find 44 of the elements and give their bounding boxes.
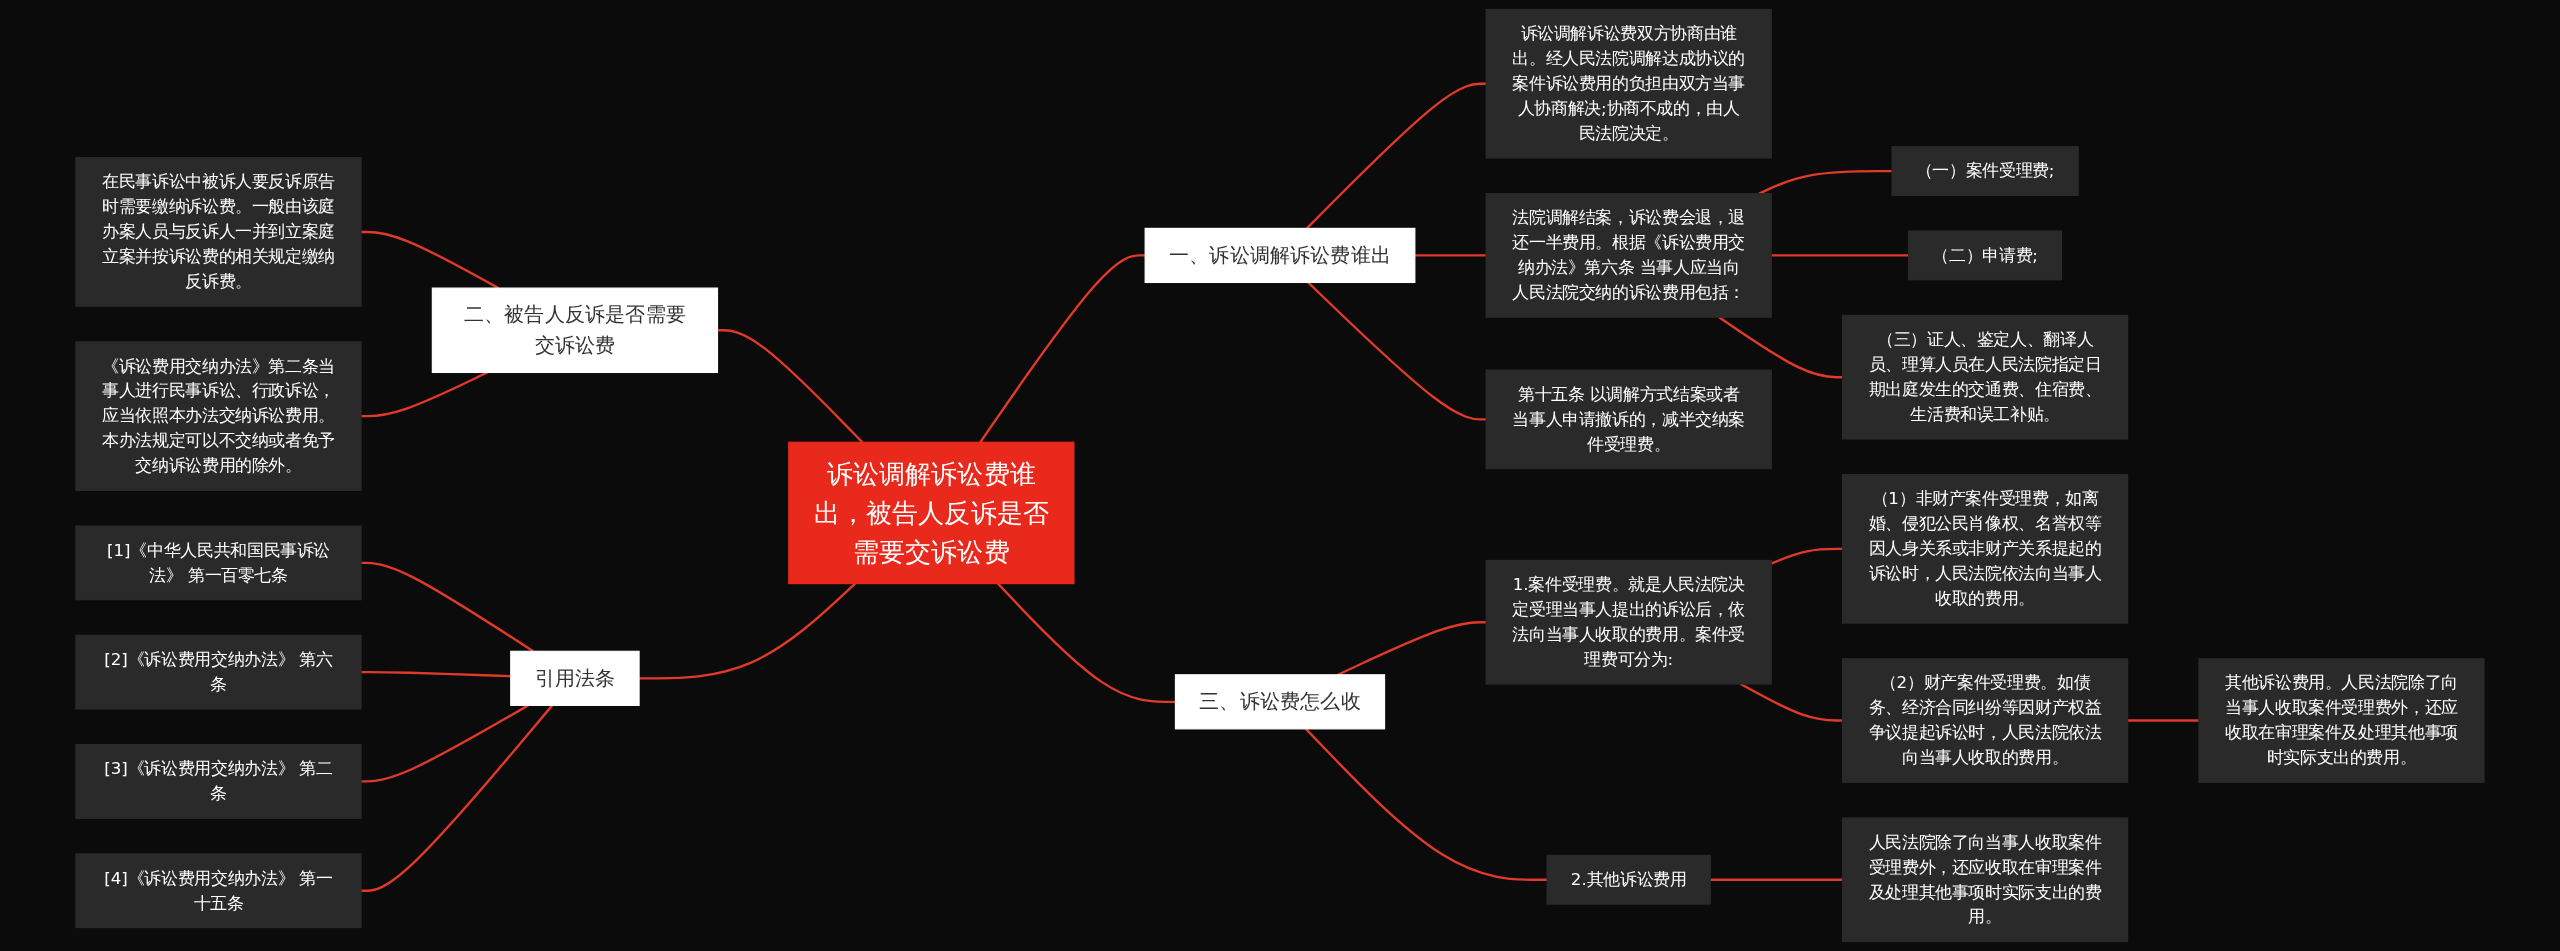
connector <box>361 670 511 678</box>
node-box: 1.案件受理费。就是人民法院决定受理当事人提出的诉讼后，依法向当事人收取的费用。案件受理费可分为: <box>1485 559 1772 685</box>
node-box: 2.其他诉讼费用 <box>1546 854 1711 905</box>
connector <box>1307 281 1487 421</box>
connector <box>979 254 1146 443</box>
node-box: 在民事诉讼中被诉人要反诉原告时需要缴纳诉讼费。一般由该庭办案人员与反诉人一并到立案庭立案并按诉讼费的相关规定缴纳反诉费。 <box>75 157 362 307</box>
connector <box>1710 878 1843 881</box>
connector <box>1306 82 1487 230</box>
connector <box>997 582 1176 703</box>
connector <box>361 371 488 418</box>
node-box: 一、诉讼调解诉讼费谁出 <box>1144 227 1416 284</box>
node-box: （2）财产案件受理费。如债务、经济合同纠纷等因财产权益争议提起诉讼时，人民法院依法向当事人收取的费用。 <box>1841 658 2129 783</box>
connector <box>717 329 864 444</box>
node-box: （1）非财产案件受理费，如离婚、侵犯公民肖像权、名誉权等因人身关系或非财产关系提起的诉讼时，人民法院依法向当事人收取的费用。 <box>1841 474 2129 624</box>
node-box: [4]《诉讼费用交纳办法》 第一十五条 <box>75 853 362 929</box>
connector <box>1305 728 1548 881</box>
connector <box>361 704 554 892</box>
node-box: （三）证人、鉴定人、翻译人员、理算人员在人民法院指定日期出庭发生的交通费、住宿费、生活费和误工补贴。 <box>1841 314 2129 440</box>
node-box: （二）申请费; <box>1908 230 2063 281</box>
connector <box>361 704 529 783</box>
node-box: 法院调解结案，诉讼费会退，退还一半费用。根据《诉讼费用交纳办法》第六条 当事人应当向人民法院交纳的诉讼费用包括： <box>1485 193 1772 318</box>
node-box: （一）案件受理费; <box>1891 146 2079 197</box>
connector <box>1414 254 1487 257</box>
node-box: 其他诉讼费用。人民法院除了向当事人收取案件受理费外，还应收取在审理案件及处理其他事项时实际支出的费用。 <box>2198 658 2485 783</box>
node-box: 二、被告人反诉是否需要交诉讼费 <box>431 287 719 374</box>
node-box: 三、诉讼费怎么收 <box>1174 674 1386 730</box>
connector <box>1771 254 1909 257</box>
node-box: 引用法条 <box>510 650 640 706</box>
node-box: 人民法院除了向当事人收取案件受理费外，还应收取在审理案件及处理其他事项时实际支出的费用。 <box>1841 817 2129 943</box>
connector <box>1718 316 1843 379</box>
connector <box>1770 547 1843 565</box>
node-box: 《诉讼费用交纳办法》第二条当事人进行民事诉讼、行政诉讼，应当依照本办法交纳诉讼费用。本办法规定可以不交纳或者免予交纳诉讼费用的除外。 <box>75 341 362 491</box>
node-box: [1]《中华人民共和国民事诉讼法》 第一百零七条 <box>75 525 362 601</box>
connector <box>639 582 856 680</box>
node-box: [2]《诉讼费用交纳办法》 第六条 <box>75 634 362 710</box>
node-box: 第十五条 以调解方式结案或者当事人申请撤诉的，减半交纳案件受理费。 <box>1485 369 1772 470</box>
node-box: [3]《诉讼费用交纳办法》 第二条 <box>75 744 362 819</box>
connector <box>1758 169 1892 195</box>
connector <box>361 561 534 653</box>
connector <box>2127 719 2199 722</box>
connector <box>361 230 500 290</box>
node-box: 诉讼调解诉讼费双方协商由谁出。经人民法院调解达成协议的案件诉讼费用的负担由双方当事人协商解决;协商不成的，由人民法院决定。 <box>1485 8 1772 159</box>
node-box: 诉讼调解诉讼费谁出，被告人反诉是否需要交诉讼费 <box>788 441 1075 585</box>
connector <box>1337 621 1487 676</box>
